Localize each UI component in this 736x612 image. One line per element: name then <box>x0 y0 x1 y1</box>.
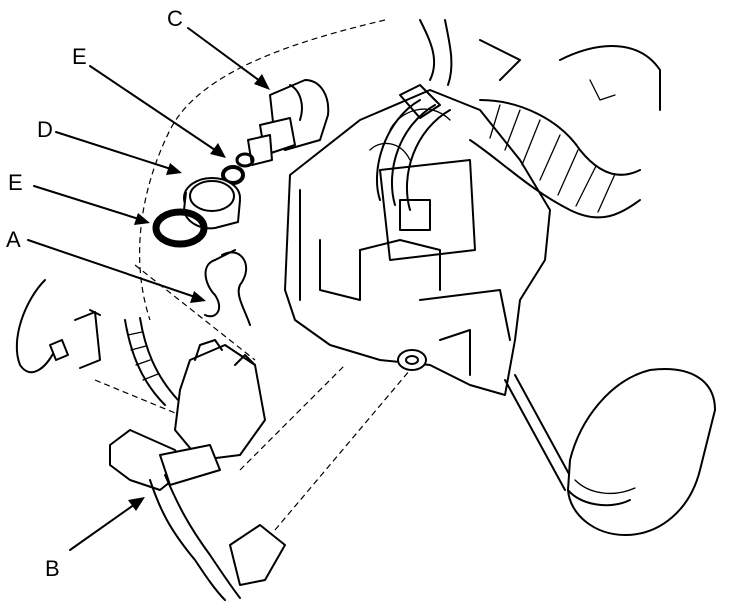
arrow-e-top <box>210 143 226 158</box>
part-a-clip <box>204 249 251 326</box>
arrow-c <box>254 74 270 90</box>
callout-d: D <box>37 117 53 142</box>
leader-e-top <box>89 65 219 153</box>
callout-b: B <box>45 556 60 581</box>
pump-housing <box>284 89 551 396</box>
sender-wire <box>15 279 101 374</box>
callout-e-bottom: E <box>8 170 23 195</box>
callout-a: A <box>6 227 21 252</box>
part-e-top-o-ring <box>221 152 255 185</box>
part-b-connector <box>109 317 286 601</box>
leader-d <box>55 131 175 171</box>
wiring-harness <box>376 19 521 211</box>
leader-c <box>187 27 265 85</box>
leader-b <box>69 501 139 551</box>
corrugated-hose <box>469 45 661 219</box>
arrow-d <box>166 163 182 175</box>
arrow-a <box>190 291 206 303</box>
callout-e-top: E <box>72 44 87 69</box>
fuel-level-float <box>504 368 716 536</box>
callout-c: C <box>167 6 183 31</box>
leader-lines <box>27 27 270 551</box>
part-d-collar <box>183 177 241 230</box>
tank-outline-dashed <box>94 19 411 531</box>
arrow-e-bottom <box>134 213 150 225</box>
arrow-b <box>128 497 145 511</box>
leader-a <box>27 239 199 299</box>
leader-e-bottom <box>33 185 143 221</box>
part-e-bottom-o-ring <box>152 208 208 248</box>
part-c-regulator <box>247 79 330 166</box>
